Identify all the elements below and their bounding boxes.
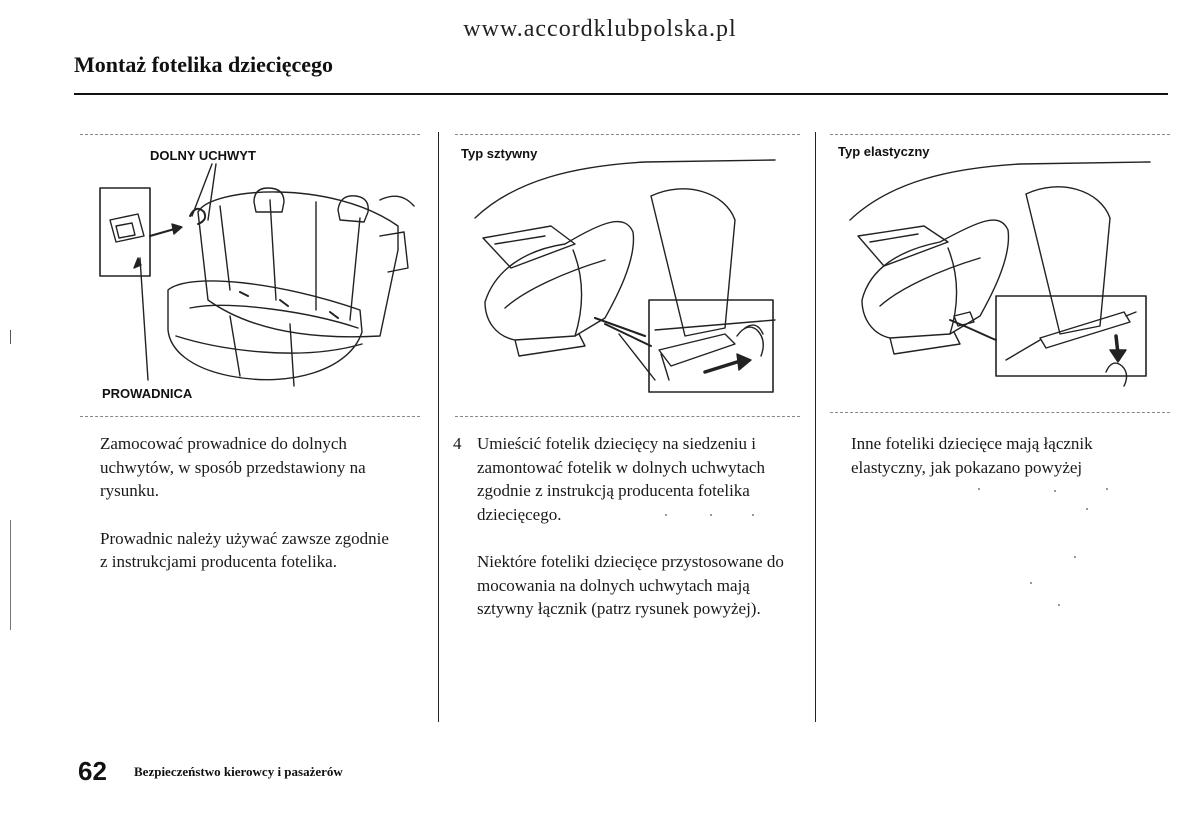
title-divider xyxy=(74,93,1168,95)
section-name: Bezpieczeństwo kierowcy i pasażerów xyxy=(134,764,343,779)
scan-speck xyxy=(1074,556,1076,558)
figure-frame-top xyxy=(455,134,800,135)
scan-speck xyxy=(978,488,980,490)
scan-speck xyxy=(1106,488,1108,490)
step-number: 4 xyxy=(453,434,462,453)
scan-speck xyxy=(1030,582,1032,584)
figure-frame-top xyxy=(80,134,420,135)
page-number: 62 xyxy=(78,756,107,786)
paragraph: Inne foteliki dziecięce mają łącznik ela… xyxy=(851,434,1093,477)
scan-speck xyxy=(752,514,754,516)
paragraph: Prowadnic należy używać zawsze zgodnie z… xyxy=(100,528,389,572)
flexible-type-label: Typ elastyczny xyxy=(838,144,930,159)
guide-label: PROWADNICA xyxy=(102,386,193,401)
middle-column-text: 4 Umieścić fotelik dziecięcy na siedzeni… xyxy=(453,432,807,621)
scan-speck xyxy=(1054,490,1056,492)
figure-frame-bottom xyxy=(830,412,1170,413)
rigid-connector-illustration: Typ sztywny xyxy=(455,140,800,410)
column-divider-2 xyxy=(815,132,816,722)
right-column-text: Inne foteliki dziecięce mają łącznik ela… xyxy=(851,432,1151,479)
scan-speck xyxy=(1058,604,1060,606)
paragraph: Umieścić fotelik dziecięcy na siedzeniu … xyxy=(477,434,765,524)
rigid-type-label: Typ sztywny xyxy=(461,146,538,161)
left-column-text: Zamocować prowadnice do dolnych uchwytów… xyxy=(100,432,400,574)
column-divider-1 xyxy=(438,132,439,722)
margin-mark xyxy=(10,520,11,630)
figure-frame-bottom xyxy=(455,416,800,417)
site-url: www.accordklubpolska.pl xyxy=(463,16,737,42)
scan-speck xyxy=(1086,508,1088,510)
figure-frame-top xyxy=(830,134,1170,135)
paragraph: Zamocować prowadnice do dolnych uchwytów… xyxy=(100,434,366,500)
scan-speck xyxy=(710,514,712,516)
figure-frame-bottom xyxy=(80,416,420,417)
scan-speck xyxy=(665,514,667,516)
flexible-connector-illustration: Typ elastyczny xyxy=(830,140,1170,405)
paragraph: Niektóre foteliki dziecięce przystosowan… xyxy=(477,552,784,618)
lower-anchor-label: DOLNY UCHWYT xyxy=(150,148,256,163)
page-title: Montaż fotelika dziecięcego xyxy=(74,52,334,77)
margin-mark xyxy=(10,330,11,344)
rear-seat-anchor-illustration: DOLNY UCHWYT PROWADNICA xyxy=(80,140,420,410)
